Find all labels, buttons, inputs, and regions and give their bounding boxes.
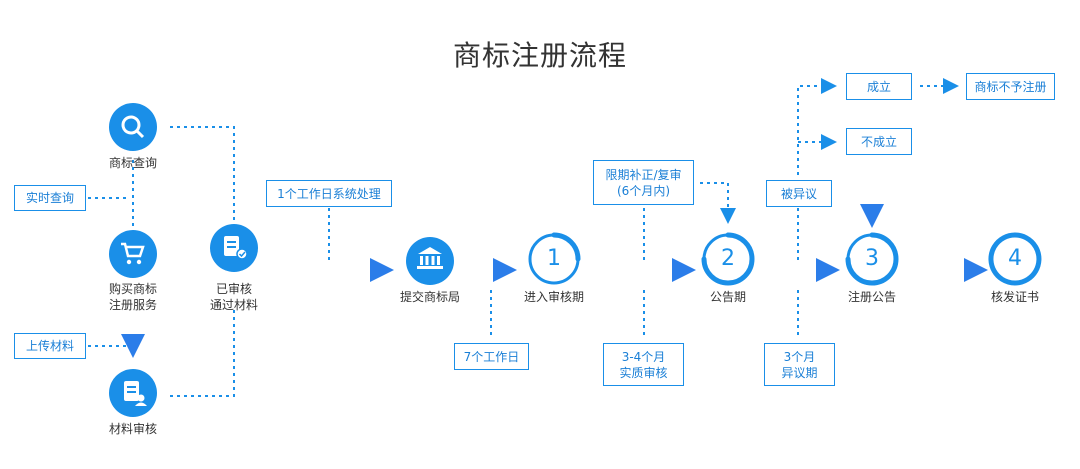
upload-material-box: 上传材料 [14, 333, 86, 359]
correction-line2: (6个月内) [617, 183, 670, 198]
established-box: 成立 [846, 73, 912, 100]
approved-label-line2: 通过材料 [209, 298, 258, 312]
document-check-icon [224, 236, 248, 260]
correction-box: 限期补正/复审 (6个月内) [593, 160, 694, 205]
search-icon [121, 115, 145, 139]
months-34-line1: 3-4个月 [621, 349, 666, 364]
opposed-box: 被异议 [766, 180, 832, 207]
workdays-7-box: 7个工作日 [454, 343, 529, 370]
bank-icon-bg [406, 237, 454, 285]
correction-line1: 限期补正/复审 [605, 167, 682, 182]
document-user-icon [124, 381, 147, 406]
step2-progress-arc [701, 232, 755, 286]
step3-number: 3 [865, 246, 879, 271]
step2-label: 公告期 [709, 290, 746, 304]
connector-search-to-approved [170, 126, 235, 222]
substantive-review-box: 3-4个月 实质审核 [603, 343, 684, 386]
opposition-period-box: 3个月 异议期 [764, 343, 835, 386]
connector-review-to-approved [170, 306, 235, 397]
step1-label: 进入审核期 [523, 290, 584, 304]
cart-icon-bg [109, 230, 157, 278]
months-34-line2: 实质审核 [619, 365, 668, 380]
connector-opposed-up [797, 78, 837, 175]
months-3-line2: 异议期 [781, 365, 818, 380]
not-registered-box: 商标不予注册 [966, 73, 1055, 100]
step3-label: 注册公告 [847, 290, 896, 304]
realtime-query-box: 实时查询 [14, 185, 86, 211]
cart-icon [121, 242, 145, 265]
search-label: 商标查询 [108, 156, 157, 170]
page-title: 商标注册流程 [452, 39, 627, 72]
step3-progress-arc [845, 232, 899, 286]
search-icon-bg [109, 103, 157, 151]
bank-icon [417, 247, 443, 269]
buy-label-line1: 购买商标 [108, 282, 157, 296]
connector-correction-arrow [700, 182, 736, 224]
not-established-box: 不成立 [846, 128, 912, 155]
buy-label-line2: 注册服务 [108, 298, 157, 312]
months-3-line1: 3个月 [783, 349, 816, 364]
review-label: 材料审核 [108, 422, 157, 436]
step4-number: 4 [1008, 246, 1022, 271]
step1-number: 1 [547, 246, 561, 271]
step2-number: 2 [721, 246, 735, 271]
approved-label-line1: 已审核 [215, 282, 252, 296]
submit-label: 提交商标局 [399, 290, 460, 304]
step1-progress-arc [551, 232, 581, 262]
processing-1day-box: 1个工作日系统处理 [266, 180, 392, 207]
step4-progress-arc [988, 232, 1042, 286]
step4-label: 核发证书 [990, 290, 1039, 304]
